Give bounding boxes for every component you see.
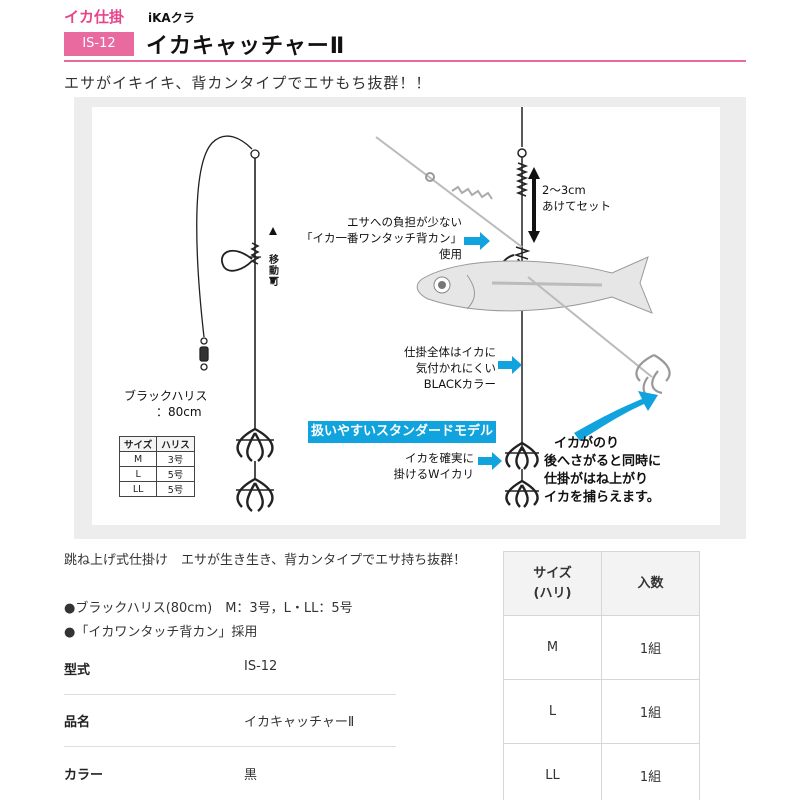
category-label: イカ仕掛 [64, 8, 125, 26]
left-hook-lower [236, 477, 274, 512]
spec-label-name: 品名 [64, 715, 91, 730]
diagram-canvas: 移動可 ブラックハリス ：80cm サイズ ハリス M 3号 L 5号 LL 5… [92, 107, 720, 525]
qty-header-size: サイズ (ハリ) [503, 551, 602, 616]
qty-size-cell: L [503, 679, 602, 744]
right-hook-upper [505, 441, 539, 470]
black-note-line2: 気付かれにくい [415, 361, 496, 375]
spec-value-color: 黒 [244, 768, 258, 783]
standard-model-band: 扱いやすいスタンダードモデル [308, 421, 496, 443]
move-arrows [269, 227, 277, 285]
size-table-cell: 5号 [156, 481, 195, 497]
qty-size-cell: M [503, 615, 602, 680]
catch-note-line1: イカがのり [554, 436, 620, 451]
diagram-panel: 移動可 ブラックハリス ：80cm サイズ ハリス M 3号 L 5号 LL 5… [74, 97, 746, 539]
spec-value-model: IS-12 [244, 659, 278, 674]
pointer-arrow-black [498, 356, 522, 374]
gap-label-line1: 2～3cm [542, 183, 586, 197]
table-row: L 1組 [503, 679, 700, 744]
spec-label-model: 型式 [64, 663, 91, 678]
qty-header-size-line1: サイズ [533, 565, 572, 581]
size-table-cell: M [118, 451, 158, 467]
size-table-header-harisu: ハリス [156, 436, 195, 452]
spec-value-name: イカキャッチャーⅡ [244, 715, 355, 730]
hook-note-line2: 掛けるWイカリ [393, 467, 474, 481]
table-row: LL 1組 [503, 743, 700, 800]
black-note-line3: BLACKカラー [423, 377, 496, 391]
brand-label: iKAクラ [148, 11, 195, 25]
product-description: 跳ね上げ式仕掛け エサが生き生き、背カンタイプでエサ持ち抜群！ [64, 553, 467, 568]
fish-illustration [416, 256, 653, 314]
feature-bullet: ●「イカワンタッチ背カン」採用 [64, 625, 258, 640]
spec-label-color: カラー [64, 768, 104, 783]
size-table-cell: 3号 [156, 451, 195, 467]
size-table-cell: LL [118, 481, 158, 497]
qty-header-size-line2: (ハリ) [533, 585, 572, 601]
catch-note-line2: 後へさがると同時に [544, 454, 662, 469]
curved-arrow [574, 391, 658, 441]
bait-note-line1: エサへの負担が少ない [347, 215, 462, 229]
size-table-cell: L [118, 466, 158, 482]
gap-label-line2: あけてセット [542, 199, 611, 213]
harisu-label: ブラックハリス [124, 389, 208, 403]
bait-note-line3: 使用 [439, 247, 462, 261]
size-table-header-size: サイズ [118, 436, 158, 452]
catch-note-line3: 仕掛がはね上がり [544, 472, 649, 487]
left-rig [196, 135, 261, 429]
spec-divider [64, 746, 396, 747]
spec-divider [64, 694, 396, 695]
header-divider [64, 60, 746, 62]
qty-header-count: 入数 [601, 551, 700, 616]
bait-note-line2: 「イカ一番ワンタッチ背カン」 [301, 231, 462, 245]
catch-note-line4: イカを捕らえます。 [544, 490, 660, 505]
feature-bullet: ●ブラックハリス(80cm) M：3号，L・LL：5号 [64, 601, 353, 616]
table-row: M 1組 [503, 615, 700, 680]
qty-size-cell: LL [503, 743, 602, 800]
product-title: イカキャッチャーⅡ [146, 34, 346, 59]
rig-illustration [196, 107, 671, 512]
right-hook-lower [505, 479, 539, 508]
harisu-size-table: サイズ ハリス M 3号 L 5号 LL 5号 [118, 436, 195, 497]
qty-count-cell: 1組 [601, 679, 700, 744]
size-table-cell: 5号 [156, 466, 195, 482]
gap-arrow [528, 167, 540, 243]
size-quantity-table: サイズ (ハリ) 入数 M 1組 L 1組 LL 1組 [503, 551, 700, 800]
left-hook-upper [236, 427, 274, 462]
hook-note-line1: イカを確実に [405, 451, 474, 465]
squid-line [375, 136, 653, 378]
catchphrase: エサがイキイキ、背カンタイプでエサもち抜群！！ [64, 74, 432, 92]
pointer-arrow-bait [464, 232, 490, 250]
qty-count-cell: 1組 [601, 615, 700, 680]
model-badge: IS-12 [64, 32, 134, 56]
move-label: 移動可 [269, 255, 279, 288]
qty-count-cell: 1組 [601, 743, 700, 800]
pointer-arrow-hook [478, 452, 502, 470]
harisu-length: ：80cm [156, 405, 202, 419]
black-note-line1: 仕掛全体はイカに [404, 345, 496, 359]
